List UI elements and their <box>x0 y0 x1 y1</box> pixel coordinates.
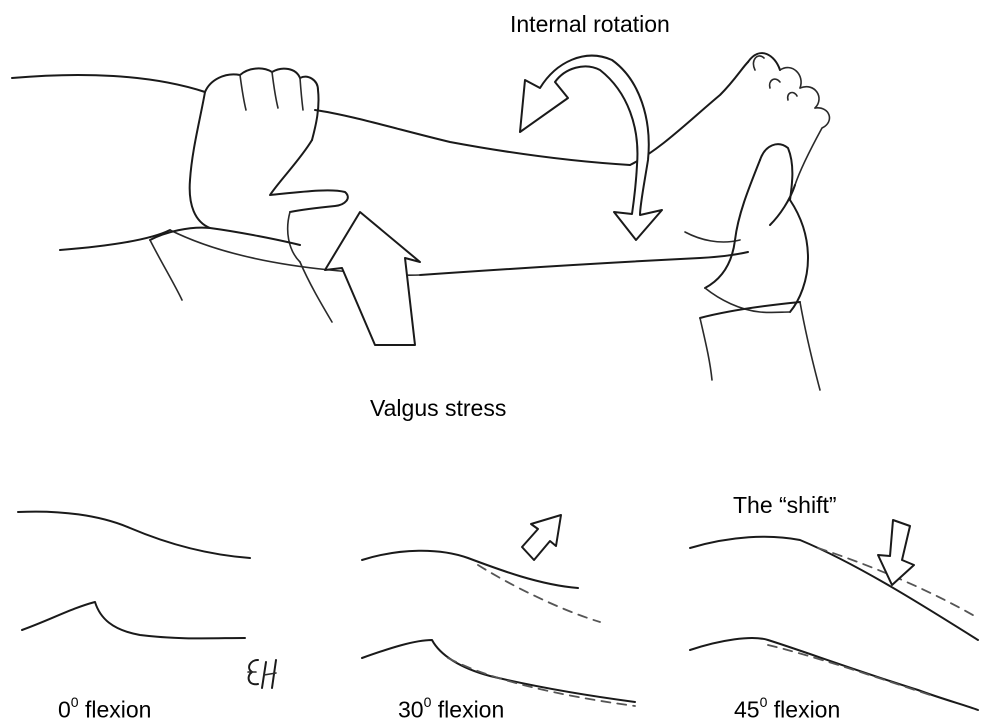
internal-rotation-label: Internal rotation <box>510 13 670 36</box>
panel-0-flexion-drawing <box>18 512 250 639</box>
panel-0-suffix: flexion <box>79 697 152 723</box>
leg-drawing <box>12 53 829 275</box>
panel-45-suffix: flexion <box>767 697 840 723</box>
panel-45-degrees: 45 <box>734 697 760 723</box>
panel-30-degree-mark: 0 <box>424 694 432 710</box>
panel-45-flexion-drawing <box>690 520 978 710</box>
panel-30-caption: 300 flexion <box>398 697 504 722</box>
artist-signature <box>248 660 276 688</box>
panel-0-degrees: 0 <box>58 697 71 723</box>
shift-label: The “shift” <box>733 494 837 517</box>
panel-0-caption: 00 flexion <box>58 697 151 722</box>
panel-30-degrees: 30 <box>398 697 424 723</box>
panel-45-degree-mark: 0 <box>760 694 768 710</box>
foot-hand-drawing <box>700 144 820 390</box>
knee-hand-drawing <box>150 68 348 322</box>
panel-30-suffix: flexion <box>431 697 504 723</box>
valgus-stress-arrow <box>325 212 420 345</box>
valgus-stress-label: Valgus stress <box>370 397 506 420</box>
internal-rotation-arrow <box>520 56 662 240</box>
panel-0-degree-mark: 0 <box>71 694 79 710</box>
panel-45-caption: 450 flexion <box>734 697 840 722</box>
panel-30-flexion-drawing <box>362 515 635 706</box>
